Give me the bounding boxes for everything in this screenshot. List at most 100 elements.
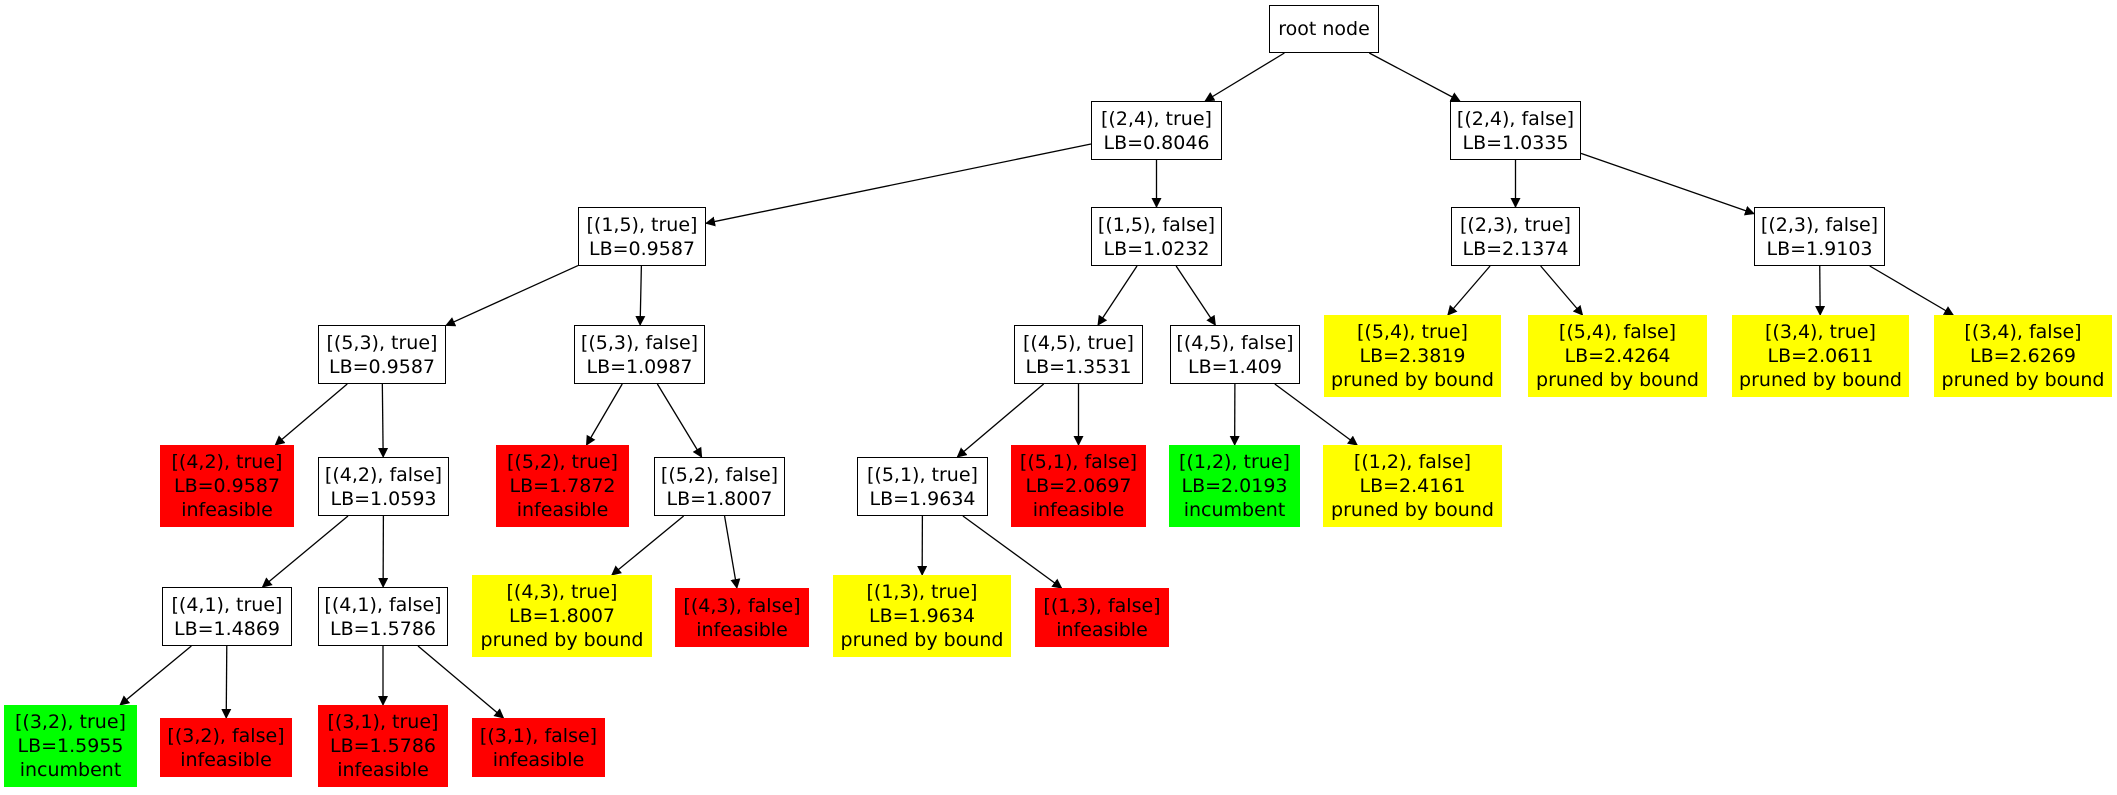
tree-node-n23t: [(2,3), true]LB=2.1374 (1451, 207, 1580, 266)
node-label-line: [(3,2), false] (167, 724, 285, 747)
node-label-line: LB=2.0193 (1181, 475, 1288, 497)
node-label-line: root node (1278, 18, 1370, 40)
node-label-line: infeasible (180, 748, 272, 771)
node-label-line: pruned by bound (1331, 369, 1494, 391)
edge-n52f-to-n43t (611, 515, 685, 576)
node-label-line: pruned by bound (480, 629, 644, 651)
node-label-line: [(4,2), false] (324, 463, 443, 486)
node-label-line: incumbent (1183, 499, 1286, 521)
edge-n53f-to-n52t (585, 383, 623, 446)
node-label-line: LB=0.9587 (328, 355, 436, 378)
node-label-line: LB=1.0593 (330, 487, 437, 510)
node-label-line: pruned by bound (1941, 369, 2105, 391)
edge-n45f-to-n12f (1274, 383, 1358, 446)
tree-node-n31f: [(3,1), false]infeasible (472, 718, 605, 777)
node-label-line: LB=2.0697 (1025, 475, 1132, 497)
node-label-line: [(4,2), true] (171, 451, 283, 473)
node-label-line: LB=2.4161 (1359, 475, 1466, 497)
node-label-line: LB=1.409 (1188, 355, 1282, 378)
edge-n53f-to-n52f (656, 383, 703, 458)
node-label-line: [(1,5), true] (586, 213, 698, 236)
node-label-line: LB=2.6269 (1969, 345, 2077, 367)
node-label-line: LB=1.0987 (586, 355, 693, 378)
tree-node-n51t: [(5,1), true]LB=1.9634 (857, 457, 988, 516)
tree-node-n13f: [(1,3), false]infeasible (1035, 588, 1169, 647)
node-label-line: LB=0.9587 (173, 475, 281, 497)
node-label-line: [(4,3), true] (506, 581, 618, 603)
edge-n15t-to-n53f (635, 265, 646, 326)
node-label-line: LB=1.0335 (1462, 131, 1569, 154)
node-label-line: [(5,4), true] (1357, 321, 1468, 343)
node-label-line: infeasible (337, 759, 429, 781)
node-label-line: [(5,1), true] (867, 463, 978, 486)
edge-n53t-to-n42t (274, 383, 348, 446)
node-label-line: infeasible (696, 618, 788, 641)
tree-node-n24f: [(2,4), false]LB=1.0335 (1450, 101, 1581, 160)
node-label-line: LB=1.5955 (17, 735, 124, 757)
node-label-line: [(3,1), true] (327, 711, 439, 733)
node-label-line: LB=1.0232 (1103, 237, 1210, 260)
tree-node-n32f: [(3,2), false]infeasible (160, 718, 292, 777)
node-label-line: [(4,1), true] (171, 593, 283, 616)
tree-node-n23f: [(2,3), false]LB=1.9103 (1754, 207, 1885, 266)
node-label-line: [(1,3), false] (1043, 594, 1161, 617)
node-label-line: LB=1.3531 (1025, 355, 1132, 378)
node-label-line: [(3,1), false] (479, 724, 598, 747)
edge-n53t-to-n42f (378, 383, 389, 458)
tree-node-n41t: [(4,1), true]LB=1.4869 (162, 587, 292, 646)
node-label-line: LB=1.9103 (1766, 237, 1873, 260)
tree-node-n53f: [(5,3), false]LB=1.0987 (574, 325, 705, 384)
edge-n51t-to-n13f (962, 515, 1063, 589)
tree-node-n43f: [(4,3), false]infeasible (675, 588, 809, 647)
node-label-line: [(5,4), false] (1558, 321, 1677, 343)
node-label-line: [(4,5), false] (1176, 331, 1294, 354)
tree-node-n15f: [(1,5), false]LB=1.0232 (1091, 207, 1222, 266)
node-label-line: pruned by bound (1536, 369, 1699, 391)
node-label-line: pruned by bound (1331, 499, 1494, 521)
node-label-line: LB=1.5786 (329, 617, 437, 640)
node-label-line: [(3,4), false] (1964, 321, 2082, 343)
node-label-line: [(5,2), false] (660, 463, 779, 486)
tree-node-root: root node (1269, 5, 1379, 53)
node-label-line: infeasible (516, 499, 609, 521)
edge-n23f-to-n34f (1869, 265, 1955, 316)
node-label-line: incumbent (19, 759, 122, 781)
edge-n52f-to-n43f (723, 515, 741, 589)
node-label-line: [(1,3), true] (866, 581, 978, 603)
node-label-line: [(5,1), false] (1019, 451, 1138, 473)
node-label-line: [(4,3), false] (683, 594, 801, 617)
edge-n24t-to-n15t (705, 143, 1092, 227)
node-label-line: infeasible (1032, 499, 1125, 521)
node-label-line: [(5,3), true] (326, 331, 438, 354)
node-label-line: LB=1.9634 (868, 605, 976, 627)
node-label-line: LB=1.5786 (329, 735, 437, 757)
edge-n15t-to-n53t (445, 264, 579, 327)
node-label-line: LB=2.0611 (1767, 345, 1874, 367)
edge-n15f-to-n45f (1175, 265, 1216, 326)
tree-node-n45t: [(4,5), true]LB=1.3531 (1014, 325, 1143, 384)
node-label-line: infeasible (181, 499, 273, 521)
edge-n42f-to-n41t (261, 515, 349, 588)
node-label-line: [(5,3), false] (580, 331, 699, 354)
edge-n41t-to-n32f (221, 645, 232, 719)
tree-node-n42f: [(4,2), false]LB=1.0593 (318, 457, 449, 516)
edge-n45t-to-n51t (956, 383, 1045, 458)
node-label-line: LB=2.4264 (1564, 345, 1671, 367)
edge-n23t-to-n54t (1447, 265, 1491, 316)
node-label-line: LB=1.8007 (508, 605, 616, 627)
edge-n41t-to-n32t (119, 645, 192, 706)
node-label-line: [(2,4), true] (1101, 107, 1212, 130)
tree-node-n53t: [(5,3), true]LB=0.9587 (318, 325, 446, 384)
